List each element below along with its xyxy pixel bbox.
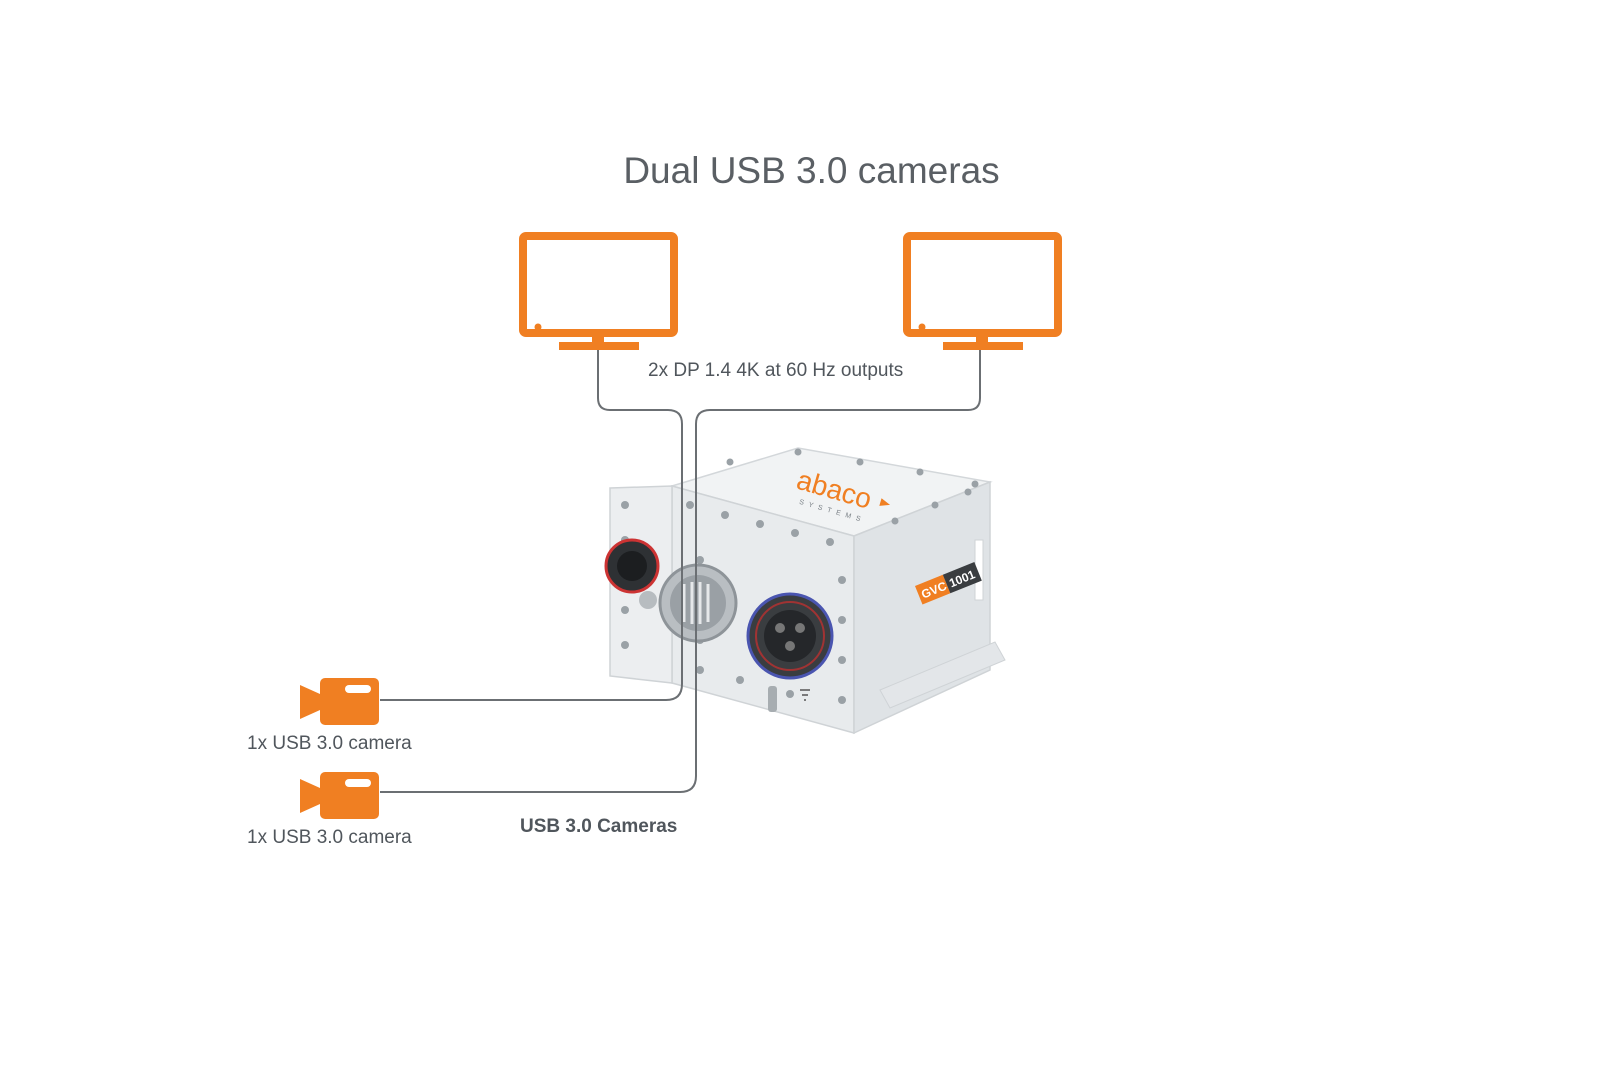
monitor-icon xyxy=(903,232,1062,350)
model-badge: GVC 1001 xyxy=(915,562,982,605)
gvc-device xyxy=(604,447,1006,735)
cable-lines xyxy=(380,350,981,793)
diagram-title: Dual USB 3.0 cameras xyxy=(623,150,1000,191)
camera-2-label: 1x USB 3.0 camera xyxy=(247,827,412,848)
monitor-icon xyxy=(519,232,678,350)
cameras-group-label: USB 3.0 Cameras xyxy=(520,816,678,837)
video-camera-icon xyxy=(300,772,379,819)
camera-1-label: 1x USB 3.0 camera xyxy=(247,733,412,754)
outputs-label: 2x DP 1.4 4K at 60 Hz outputs xyxy=(648,360,904,381)
video-camera-icon xyxy=(300,678,379,725)
